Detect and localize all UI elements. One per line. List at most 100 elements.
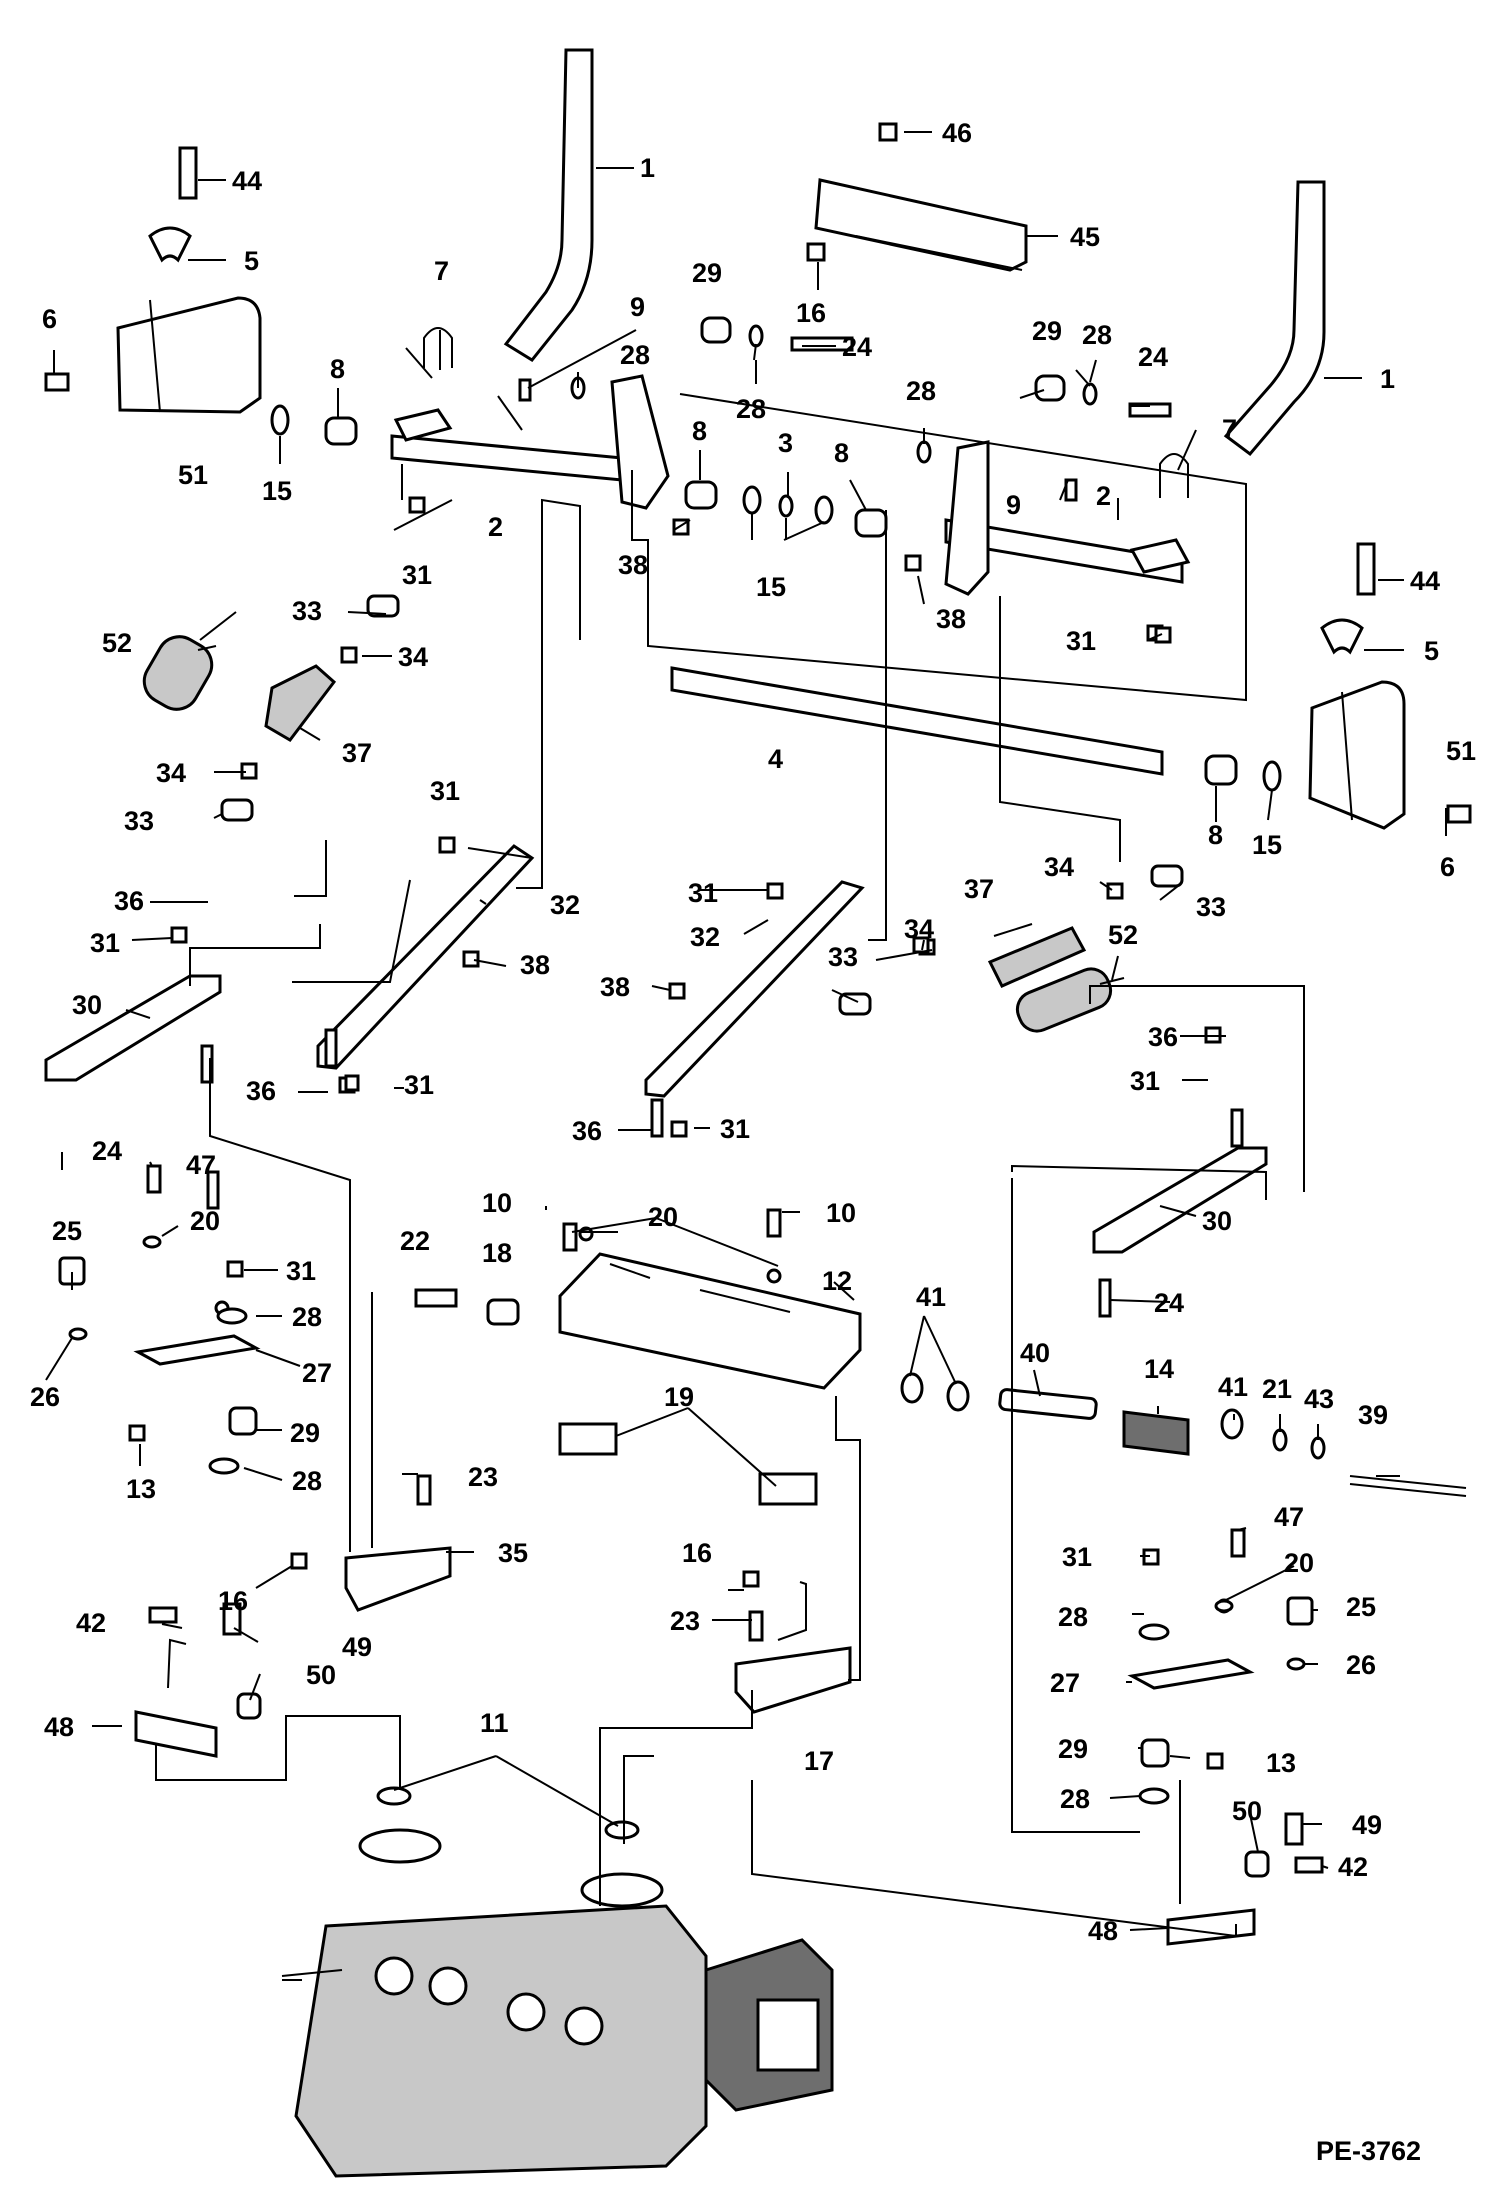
callout-6-left: 6 [42,304,57,334]
callout-49-right: 49 [1352,1810,1382,1840]
hydrostatic-pump [281,1828,834,2178]
callout-7-left: 7 [434,256,449,286]
callout-52-left: 52 [102,628,132,658]
callout-24-c: 24 [92,1136,122,1166]
callout-31-h: 31 [1130,1066,1160,1096]
callout-26-right: 26 [1346,1650,1376,1680]
callout-27-right: 27 [1050,1668,1080,1698]
callout-16-top: 16 [796,298,826,328]
callout-25-left: 25 [52,1216,82,1246]
callout-24-d: 24 [1154,1288,1184,1318]
callout-5-right: 5 [1424,636,1439,666]
callout-38-c: 38 [520,950,550,980]
mounting-plate [558,1252,862,1390]
left-mount-bracket [116,296,262,414]
leader-lines [45,131,1447,1931]
callout-29-right: 29 [1032,316,1062,346]
callout-1-right: 1 [1380,364,1395,394]
callout-36-b: 36 [246,1076,276,1106]
callout-24-b: 24 [1138,342,1168,372]
callout-31-e: 31 [404,1070,434,1100]
right-mount-bracket [1308,680,1406,830]
callout-12: 12 [822,1266,852,1296]
lever-right [1092,1146,1268,1254]
callout-2-left: 2 [488,512,503,542]
block-48-left [134,1710,218,1758]
callout-38-b: 38 [936,604,966,634]
callout-31-f: 31 [688,878,718,908]
callout-1-left: 1 [640,153,655,183]
callout-21: 21 [1262,1374,1292,1404]
parts-artwork [44,48,1472,2178]
callout-41-right: 41 [1218,1372,1248,1402]
callout-10-left: 10 [482,1188,512,1218]
bushing-mid-8 [684,480,718,510]
callout-33-c: 33 [828,942,858,972]
callout-36-c: 36 [572,1116,602,1146]
callout-45: 45 [1070,222,1100,252]
callout-33-d: 33 [1196,892,1226,922]
callout-7-right: 7 [1222,414,1237,444]
callout-28-h: 28 [1060,1784,1090,1814]
callout-25-right: 25 [1346,1592,1376,1622]
callout-16-right: 16 [682,1538,712,1568]
callout-31-a: 31 [402,560,432,590]
callout-31-j: 31 [1062,1542,1092,1572]
callout-34-a: 34 [398,642,428,672]
callout-5-left: 5 [244,246,259,276]
callout-44-right: 44 [1410,566,1440,596]
callout-31-d: 31 [90,928,120,958]
callout-9-left: 9 [630,292,645,322]
callout-28-e: 28 [292,1302,322,1332]
callout-37-left: 37 [342,738,372,768]
diagram-code: PE-3762 [1316,2136,1421,2166]
callout-34-d: 34 [904,914,934,944]
callout-52-right: 52 [1108,920,1138,950]
left-pivot-arm [610,374,670,510]
callout-31-i: 31 [286,1256,316,1286]
spacer-29-right [1034,374,1066,402]
callout-34-c: 34 [1044,852,1074,882]
callout-14: 14 [1144,1354,1174,1384]
callout-31-b: 31 [1066,626,1096,656]
callout-23-right: 23 [670,1606,700,1636]
callout-31-c: 31 [430,776,460,806]
callout-42-left: 42 [76,1608,106,1638]
callout-20-right: 20 [1284,1548,1314,1578]
link-left [316,844,535,1070]
callout-8-a: 8 [330,354,345,384]
callout-49-left: 49 [342,1632,372,1662]
callout-48-left: 48 [44,1712,74,1742]
callout-20-mid: 20 [648,1202,678,1232]
callout-48-right: 48 [1088,1916,1118,1946]
bushing-shaft4-8 [1204,754,1238,786]
right-pivot-arm [944,440,990,596]
callout-2-right: 2 [1096,481,1111,511]
callout-13-left: 13 [126,1474,156,1504]
callout-33-a: 33 [292,596,322,626]
cylinder-52-left [142,635,214,711]
callout-8-c: 8 [834,438,849,468]
callout-28-c: 28 [906,376,936,406]
callout-8-b: 8 [692,416,707,446]
left-control-handle [503,48,594,362]
callout-37-right: 37 [964,874,994,904]
callout-36-a: 36 [114,886,144,916]
bushing-left-8 [324,416,358,446]
spacer-29-left [700,316,732,344]
callout-46: 46 [942,118,972,148]
callout-28-f: 28 [292,1466,322,1496]
damper-right [987,926,1087,988]
callout-4: 4 [768,744,783,774]
callout-15-mid: 15 [756,572,786,602]
callout-28-g: 28 [1058,1602,1088,1632]
callout-11: 11 [480,1708,509,1738]
callout-43: 43 [1304,1384,1334,1414]
callout-38-a: 38 [618,550,648,580]
callout-19: 19 [664,1382,694,1412]
callout-6-right: 6 [1440,852,1455,882]
callout-33-b: 33 [124,806,154,836]
callout-20-left: 20 [190,1206,220,1236]
top-bracket [814,178,1028,272]
callout-31-g: 31 [720,1114,750,1144]
